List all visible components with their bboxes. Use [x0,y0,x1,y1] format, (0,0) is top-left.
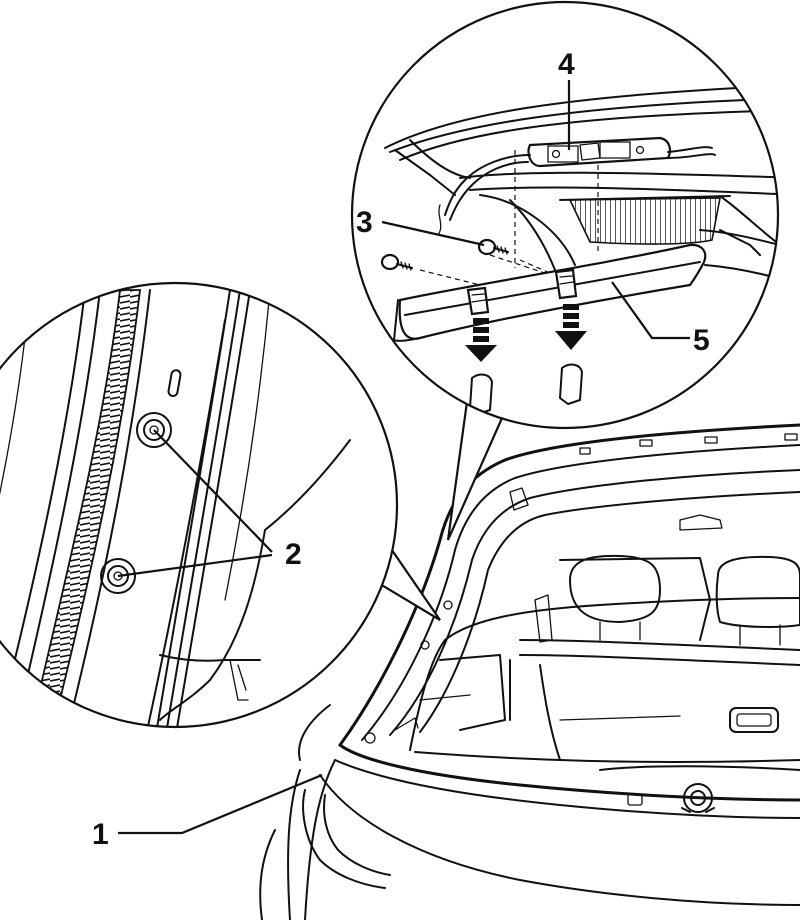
leader-2b [117,553,273,578]
bolt-upper [136,412,172,448]
detail-view-left [0,281,441,729]
arrow-down-left [465,318,497,362]
screw-upper [477,238,509,256]
roof-dimples [579,433,798,455]
callout-5: 5 [693,324,710,357]
cargo-area [419,654,800,813]
car-rear-view [259,423,800,920]
callout-4: 4 [558,48,575,81]
leader-5 [611,281,690,340]
callout-1: 1 [92,818,109,851]
callout-3: 3 [356,206,373,239]
detail-view-top [350,0,780,541]
screw-lower [380,253,413,271]
leader-3 [381,220,485,247]
leader-2a [153,429,273,553]
rear-seats [509,554,800,761]
callout-2: 2 [285,538,302,571]
leader-1 [118,773,323,835]
arrow-down-right [555,304,587,350]
